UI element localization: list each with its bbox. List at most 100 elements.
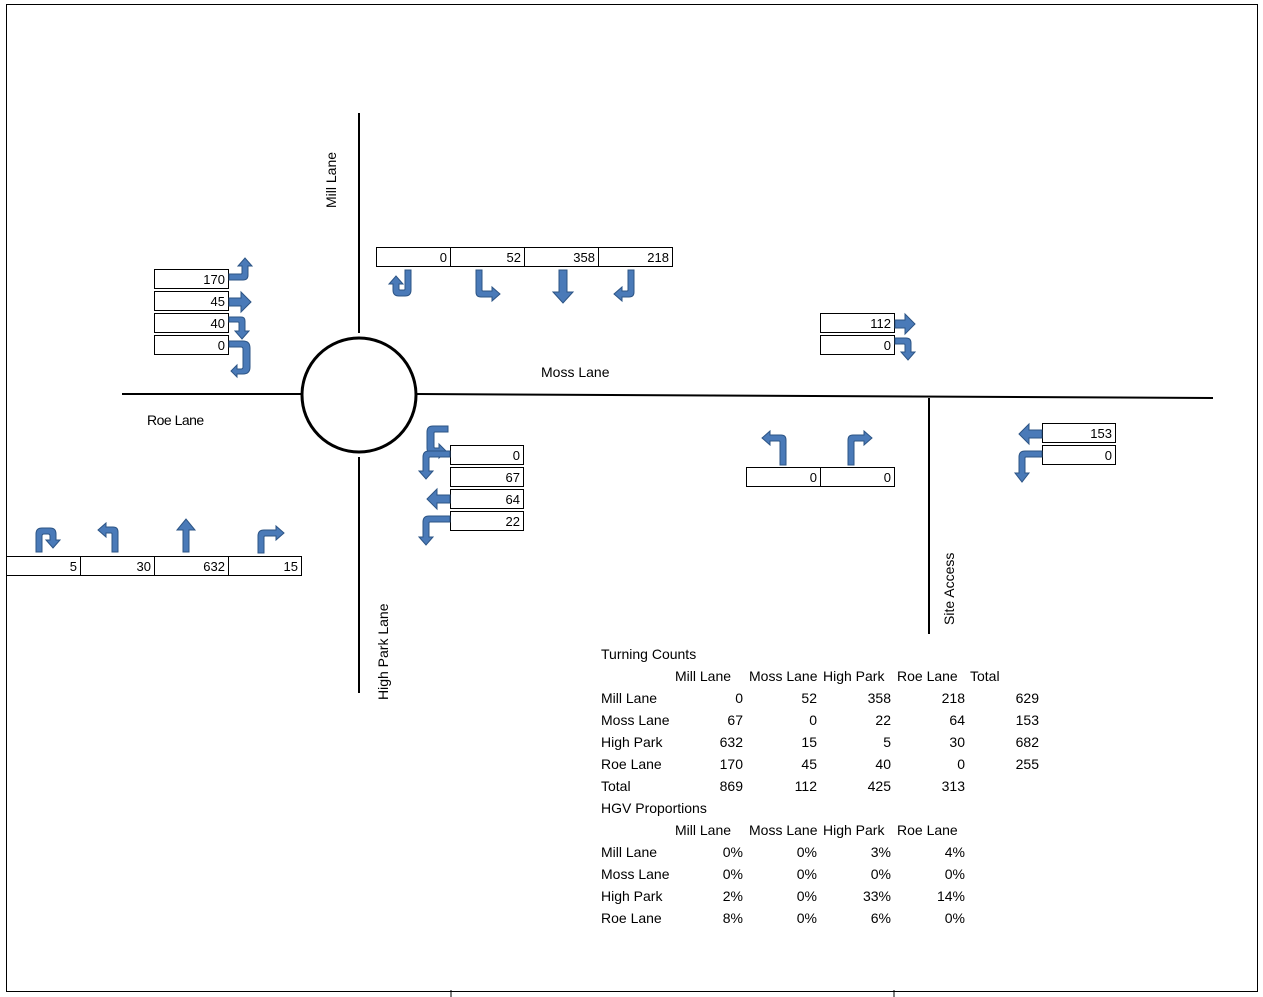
cell: 0%	[870, 866, 891, 882]
left-turn-arrow-icon	[417, 515, 451, 546]
cell: 33%	[862, 888, 891, 904]
cell: 313	[941, 778, 965, 794]
moss-lane-count-2: 67	[450, 467, 524, 487]
left-turn-arrow-icon	[475, 269, 501, 303]
page-frame	[6, 4, 1258, 992]
cell: 0%	[722, 866, 743, 882]
straight-right-arrow-icon	[228, 290, 252, 314]
col-header: Mill Lane	[675, 668, 732, 684]
cell: 52	[801, 690, 817, 706]
high-park-count-left: 30	[80, 556, 155, 576]
cell: 170	[719, 756, 743, 772]
cell: 0%	[796, 888, 817, 904]
col-header: High Park	[823, 822, 885, 838]
right-turn-arrow-icon	[894, 337, 917, 361]
col-header: Roe Lane	[897, 822, 958, 838]
uturn-arrow-icon	[228, 340, 251, 379]
uturn-arrow-icon	[387, 269, 412, 297]
mill-lane-count-uturn: 0	[376, 247, 451, 267]
cell: 0	[809, 712, 817, 728]
cell: 425	[867, 778, 891, 794]
cell: 2%	[722, 888, 743, 904]
cell: 4%	[944, 844, 965, 860]
cell: 40	[875, 756, 891, 772]
col-header: Moss Lane	[749, 668, 818, 684]
cell: 67	[727, 712, 743, 728]
cell: 30	[949, 734, 965, 750]
left-turn-arrow-icon	[228, 257, 254, 281]
cell: 15	[801, 734, 817, 750]
roundabout	[300, 336, 418, 454]
cell: 112	[794, 778, 817, 794]
row-label: Moss Lane	[601, 712, 670, 728]
cell: 6%	[870, 910, 891, 926]
mill-lane-count-straight: 358	[524, 247, 599, 267]
right-turn-arrow-icon	[847, 429, 873, 466]
row-label: Mill Lane	[601, 844, 658, 860]
roe-lane-count-1: 170	[154, 269, 229, 289]
left-turn-arrow-icon	[97, 521, 119, 553]
cell: 153	[1015, 712, 1039, 728]
right-turn-arrow-icon	[257, 524, 285, 554]
cell: 5	[883, 734, 891, 750]
site-access-count-left: 0	[746, 467, 821, 487]
col-header: Moss Lane	[749, 822, 818, 838]
turning-counts-title: Turning Counts	[601, 646, 697, 662]
left-turn-arrow-icon	[1013, 450, 1043, 483]
cell: 869	[719, 778, 743, 794]
row-label: Roe Lane	[601, 910, 662, 926]
cell: 358	[867, 690, 891, 706]
col-header: Roe Lane	[897, 668, 958, 684]
cell: 682	[1015, 734, 1039, 750]
right-turn-arrow-icon	[228, 316, 251, 340]
cell: 255	[1015, 756, 1039, 772]
high-park-count-right: 15	[228, 556, 302, 576]
cell: 64	[949, 712, 965, 728]
straight-left-arrow-icon	[1018, 422, 1043, 446]
row-label: Total	[601, 778, 631, 794]
cell: 0	[735, 690, 743, 706]
straight-right-arrow-icon	[894, 312, 916, 336]
moss-lane-road	[416, 393, 1214, 399]
left-turn-arrow-icon	[761, 429, 787, 466]
cell: 218	[941, 690, 965, 706]
uturn-arrow-icon	[35, 527, 62, 553]
row-label: Moss Lane	[601, 866, 670, 882]
cell: 0%	[944, 910, 965, 926]
cell: 0%	[722, 844, 743, 860]
cell: 632	[719, 734, 743, 750]
col-header: High Park	[823, 668, 885, 684]
cell: 8%	[722, 910, 743, 926]
road-label-roe-lane: Roe Lane	[147, 412, 204, 428]
road-label-moss-lane: Moss Lane	[541, 364, 610, 380]
cell: 45	[801, 756, 817, 772]
right-turn-arrow-icon	[417, 450, 451, 480]
cell: 0%	[796, 866, 817, 882]
row-label: Mill Lane	[601, 690, 658, 706]
cell: 629	[1015, 690, 1039, 706]
col-header: Mill Lane	[675, 822, 732, 838]
straight-down-arrow-icon	[551, 269, 575, 304]
roe-lane-count-3: 40	[154, 313, 229, 333]
site-access-count-right: 0	[820, 467, 895, 487]
cell: 3%	[870, 844, 891, 860]
east-moss-count-1: 153	[1042, 423, 1116, 443]
cell: 14%	[936, 888, 965, 904]
straight-up-arrow-icon	[175, 518, 197, 553]
right-turn-arrow-icon	[613, 269, 635, 303]
cell: 0%	[944, 866, 965, 882]
mill-lane-count-right: 218	[598, 247, 673, 267]
cell: 0%	[796, 910, 817, 926]
row-label: Roe Lane	[601, 756, 662, 772]
cell: 0	[957, 756, 965, 772]
row-label: High Park	[601, 888, 663, 904]
straight-left-arrow-icon	[426, 487, 451, 511]
hgv-proportions-title: HGV Proportions	[601, 800, 707, 816]
moss-to-site-count-1: 112	[820, 313, 895, 333]
row-label: High Park	[601, 734, 663, 750]
cell: 0%	[796, 844, 817, 860]
col-header: Total	[970, 668, 1000, 684]
moss-to-site-count-2: 0	[820, 335, 895, 355]
